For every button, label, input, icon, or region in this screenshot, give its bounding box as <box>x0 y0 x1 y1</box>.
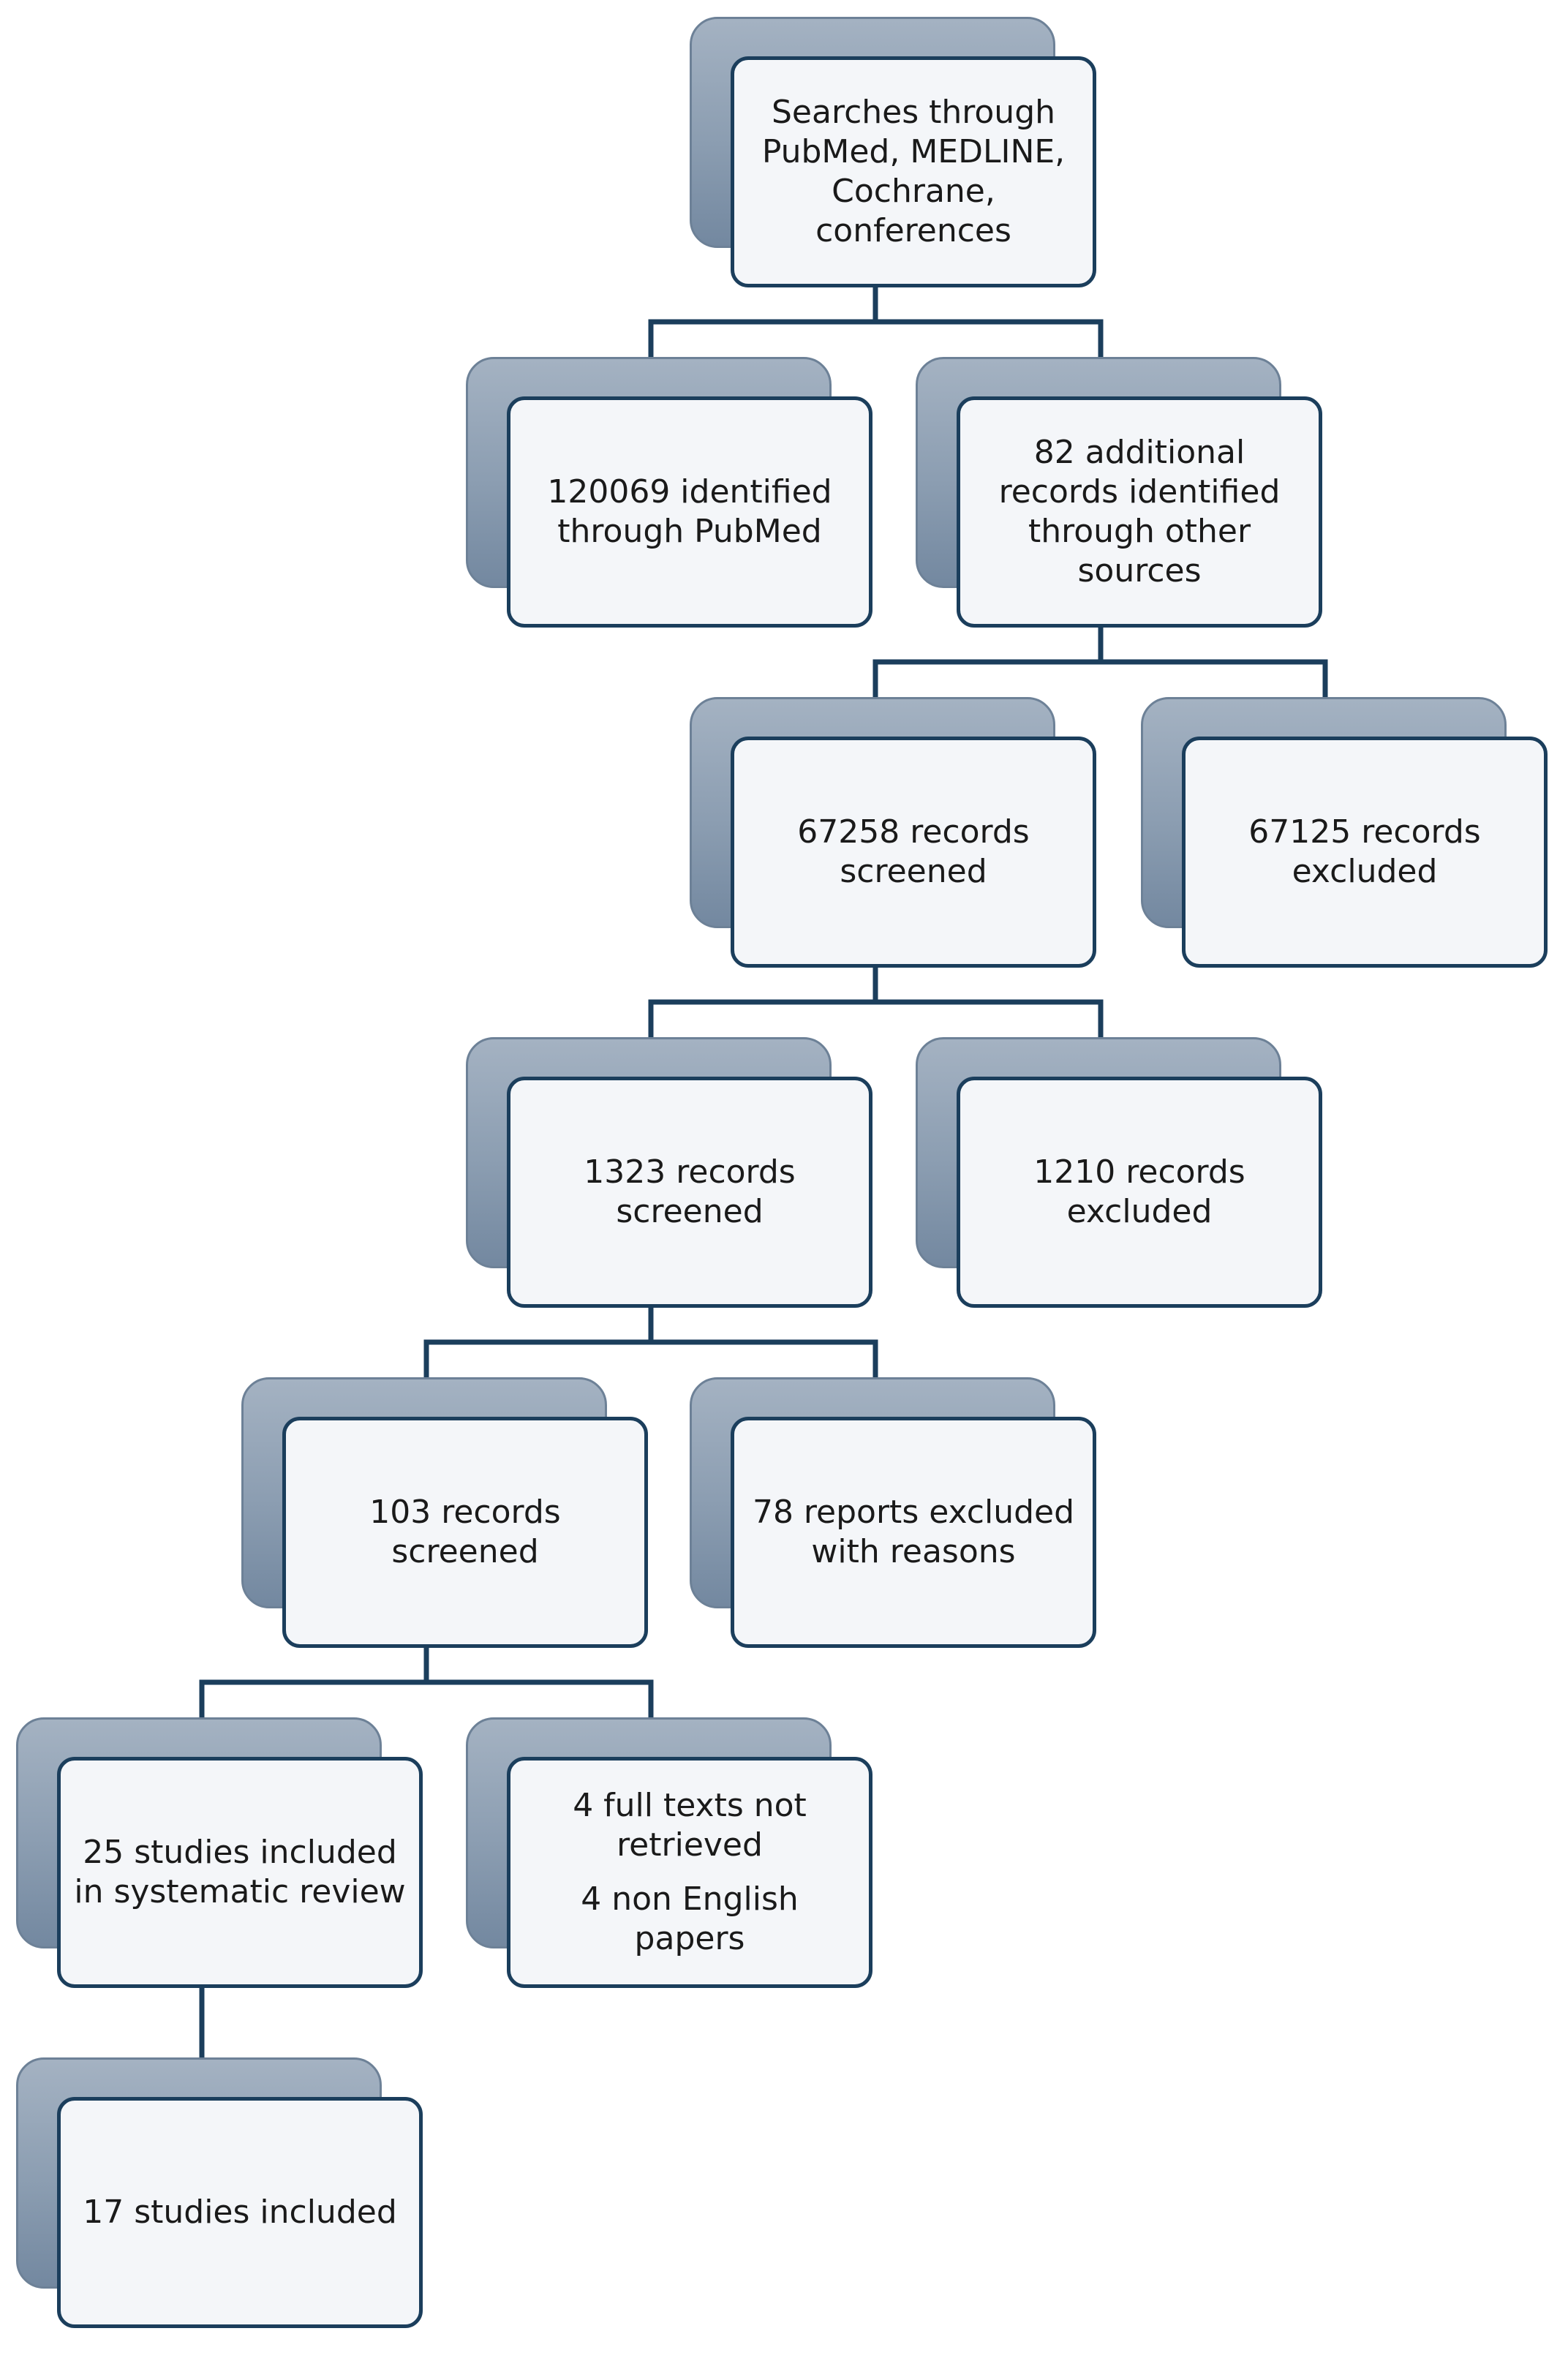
screened-3-label: 103 records screened <box>369 1494 561 1570</box>
excluded-3-label: 78 reports excluded with reasons <box>752 1494 1075 1570</box>
screened-2-box: 1323 records screened <box>507 1077 872 1308</box>
searches-box: Searches through PubMed, MEDLINE, Cochra… <box>731 56 1096 287</box>
searches-label: Searches through PubMed, MEDLINE, Cochra… <box>761 94 1066 249</box>
screened-1-label: 67258 records screened <box>797 813 1030 890</box>
pubmed-box: 120069 identified through PubMed <box>507 396 872 628</box>
not-retrieved-label-line2: 4 non English papers <box>581 1880 799 1957</box>
not-retrieved-box: 4 full texts not retrieved 4 non English… <box>507 1757 872 1988</box>
additional-label: 82 additional records identified through… <box>998 434 1281 590</box>
pubmed-label: 120069 identified through PubMed <box>547 473 832 550</box>
not-retrieved-label-line1: 4 full texts not retrieved <box>573 1787 807 1864</box>
included-final-label: 17 studies included <box>83 2194 397 2231</box>
excluded-1-label: 67125 records excluded <box>1248 813 1481 890</box>
included-review-label: 25 studies included in systematic review <box>74 1834 406 1910</box>
screened-2-label: 1323 records screened <box>584 1153 796 1230</box>
excluded-2-label: 1210 records excluded <box>1033 1153 1245 1230</box>
excluded-2-box: 1210 records excluded <box>957 1077 1322 1308</box>
excluded-1-box: 67125 records excluded <box>1182 737 1548 968</box>
included-final-box: 17 studies included <box>57 2097 423 2328</box>
screened-1-box: 67258 records screened <box>731 737 1096 968</box>
additional-box: 82 additional records identified through… <box>957 396 1322 628</box>
excluded-3-box: 78 reports excluded with reasons <box>731 1417 1096 1648</box>
screened-3-box: 103 records screened <box>282 1417 648 1648</box>
included-review-box: 25 studies included in systematic review <box>57 1757 423 1988</box>
